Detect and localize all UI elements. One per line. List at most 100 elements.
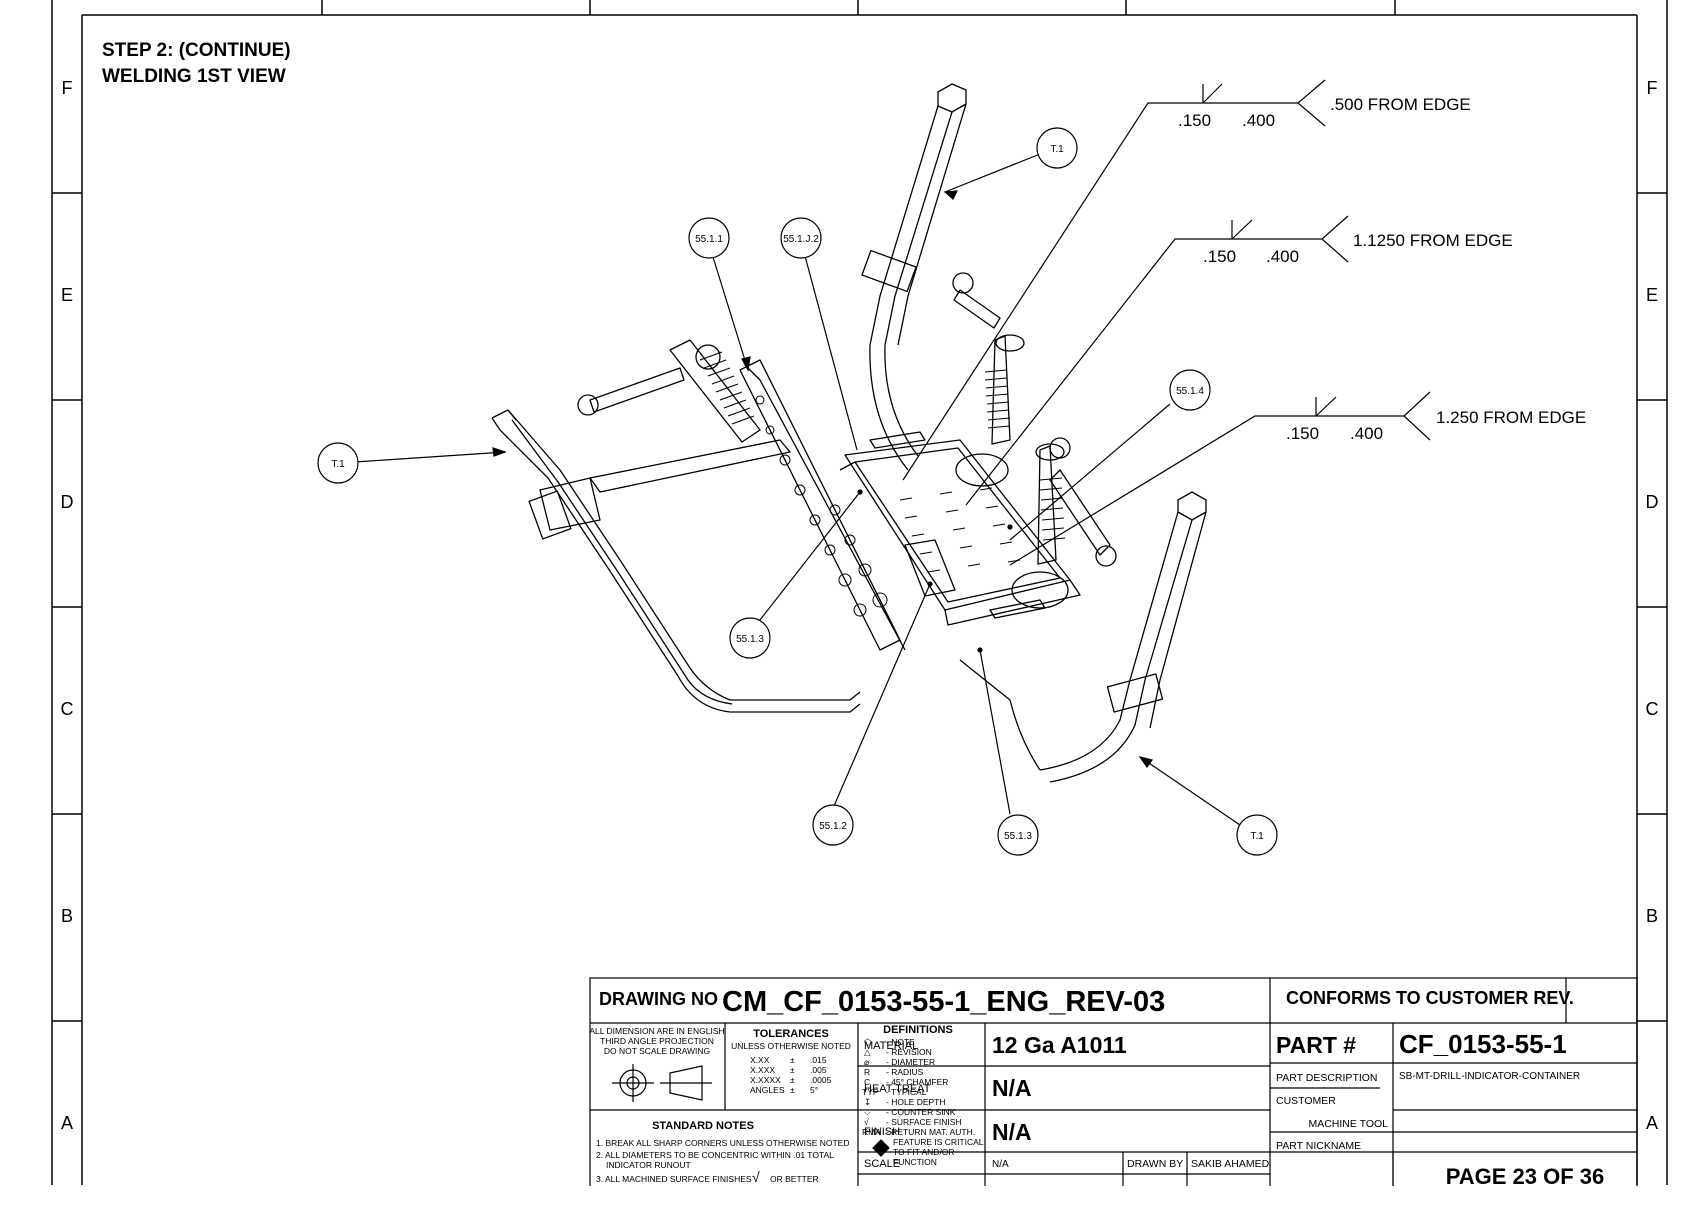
callout-label: 55.1.3 [736,634,764,645]
callout-label: 55.1.2 [819,821,847,832]
conforms-label: CONFORMS TO CUSTOMER REV. [1286,988,1574,1008]
drawing-no-label: DRAWING NO : [599,989,729,1009]
tolerances-title: TOLERANCES [753,1028,829,1040]
heat-treat-label: HEAT TREAT [864,1083,931,1095]
surface-finish-icon: √ [752,1169,760,1185]
crop-mask [0,1186,1700,1207]
callout-label: T.1 [331,459,345,470]
standard-note: OR BETTER [770,1174,819,1184]
weld-1-size: .150 [1178,111,1211,130]
standard-note: 3. ALL MACHINED SURFACE FINISHES [596,1174,752,1184]
tol-value: .005 [810,1065,827,1075]
heat-treat-value: N/A [992,1075,1032,1101]
callout-bubbles [317,127,1278,856]
weld-3-note: 1.250 FROM EDGE [1436,408,1586,427]
callout-label: 55.1.4 [1176,386,1204,397]
def-symbol: TYP [862,1087,879,1097]
callout-label: T.1 [1250,831,1264,842]
def-text: FUNCTION [893,1157,937,1167]
title-block-text: DRAWING NO : CM_CF_0153-55-1_ENG_REV-03 … [589,986,1604,1189]
def-symbol: △ [864,1047,871,1057]
weld-3-pitch: .400 [1350,424,1383,443]
def-text: - REVISION [886,1047,932,1057]
sheet-frame [51,0,1668,1185]
standard-note: 1. BREAK ALL SHARP CORNERS UNLESS OTHERW… [596,1138,850,1148]
balloon-55-1-j2 [780,217,822,259]
zone-row-d-right: D [1646,492,1659,512]
right-top-clamp [861,83,1025,487]
definitions-title: DEFINITIONS [883,1024,953,1036]
callout-labels: T.1 T.1 T.1 55.1.1 55.1.J.2 55.1.4 55.1.… [331,144,1264,842]
dim-note-2: THIRD ANGLE PROJECTION [600,1036,714,1046]
def-text: TO FIT AND/OR [893,1147,955,1157]
zone-row-c-left: C [61,699,74,719]
def-text: - 45° CHAMFER [886,1077,948,1087]
drawn-by-label: DRAWN BY [1127,1158,1183,1170]
page-indicator: PAGE 23 OF 36 [1446,1164,1605,1189]
tol-key: X.XX [750,1055,770,1065]
part-number-label: PART # [1276,1032,1356,1058]
zone-row-d-left: D [61,492,74,512]
material-value: 12 Ga A1011 [992,1032,1127,1058]
finish-value: N/A [992,1119,1032,1145]
callout-label: 55.1.3 [1004,831,1032,842]
zone-row-e-left: E [61,285,73,305]
tol-pm: ± [790,1075,795,1085]
zone-row-e-right: E [1646,285,1658,305]
tol-key: ANGLES [750,1085,785,1095]
drawn-by-value: SAKIB AHAMED [1191,1158,1270,1170]
customer-label: CUSTOMER [1276,1095,1336,1107]
weld-symbol-texts: .150 .400 .500 FROM EDGE .150 .400 1.125… [1178,95,1586,443]
material-label: MATERIAL [864,1040,918,1052]
tol-value: .015 [810,1055,827,1065]
def-text: - NOTE [886,1037,915,1047]
balloon-t1-top [1036,127,1078,169]
zone-row-a-right: A [1646,1113,1658,1133]
def-text: - RADIUS [886,1067,924,1077]
zone-row-f-left: F [62,78,73,98]
def-symbol: ⌀ [864,1057,870,1067]
drawing-number: CM_CF_0153-55-1_ENG_REV-03 [722,986,1165,1018]
scale-label: SCALE [864,1158,900,1170]
balloon-t1-left [317,442,359,484]
part-number-value: CF_0153-55-1 [1399,1029,1567,1059]
definitions-list: ⬠ - NOTE △ - REVISION ⌀ - DIAMETER R - R… [862,1037,984,1167]
tol-key: X.XXXX [750,1075,781,1085]
def-text: - RETURN MAT. AUTH. [886,1127,975,1137]
step-subtitle: WELDING 1ST VIEW [102,66,286,87]
zone-labels: F E D C B A F E D C B A [61,78,1659,1133]
standard-notes: 1. BREAK ALL SHARP CORNERS UNLESS OTHERW… [596,1138,850,1185]
weld-2-size: .150 [1203,247,1236,266]
def-text: FEATURE IS CRITICAL [893,1137,984,1147]
zone-row-c-right: C [1646,699,1659,719]
callout-label: 55.1.J.2 [783,234,819,245]
weld-3-size: .150 [1286,424,1319,443]
part-nickname-label: PART NICKNAME [1276,1140,1361,1152]
def-symbol: ⬠ [864,1037,872,1047]
balloon-55-1-4 [1169,369,1211,411]
tol-value: .0005 [810,1075,832,1085]
leader-lines [354,79,1431,826]
weld-1-note: .500 FROM EDGE [1330,95,1471,114]
tol-key: X.XXX [750,1065,775,1075]
balloon-55-1-3-a [729,617,771,659]
part-description-value: SB-MT-DRILL-INDICATOR-CONTAINER [1399,1071,1580,1082]
finish-label: FINISH [864,1126,900,1138]
balloon-55-1-2 [812,804,854,846]
machine-tool-label: MACHINE TOOL [1308,1118,1388,1130]
left-clamp [491,339,906,713]
balloon-55-1-3-b [997,814,1039,856]
def-text: - SURFACE FINISH [886,1117,962,1127]
title-block [589,977,1638,1207]
right-bottom-clamp [959,437,1207,783]
standard-notes-title: STANDARD NOTES [652,1120,754,1132]
standard-note: INDICATOR RUNOUT [606,1160,691,1170]
def-text: - TYPICAL [886,1087,927,1097]
dim-note-3: DO NOT SCALE DRAWING [604,1046,710,1056]
weld-1-pitch: .400 [1242,111,1275,130]
scale-value: N/A [992,1159,1009,1170]
def-symbol: R [864,1067,870,1077]
weld-2-note: 1.1250 FROM EDGE [1353,231,1513,250]
tol-pm: ± [790,1065,795,1075]
